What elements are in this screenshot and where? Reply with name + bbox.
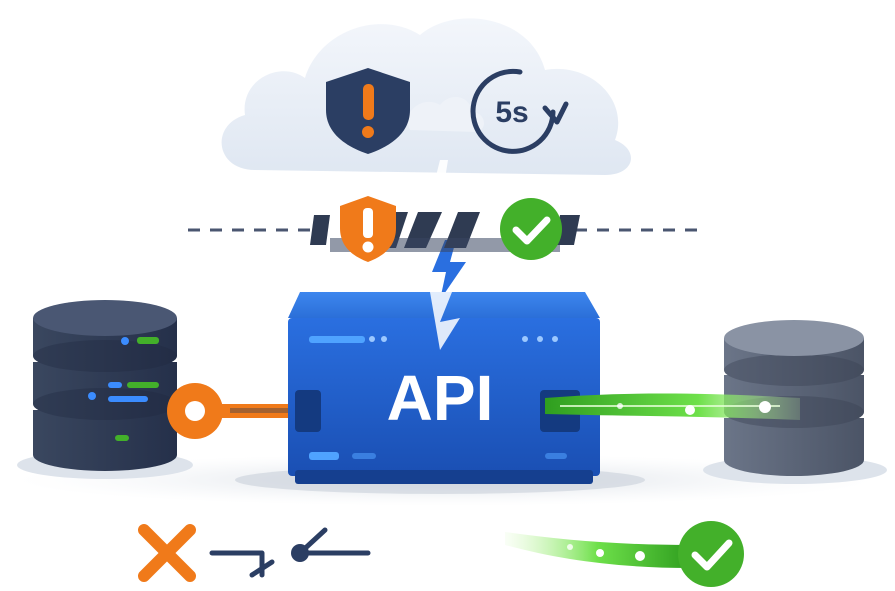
error-x-icon — [138, 524, 196, 582]
broken-connection-icon — [209, 527, 371, 578]
api-server-icon: API — [235, 292, 645, 494]
api-label: API — [387, 362, 494, 434]
data-stream — [545, 393, 800, 420]
data-stream — [505, 532, 690, 568]
firewall-boundary — [188, 212, 700, 252]
lightning-icon — [432, 160, 466, 300]
warning-shield-icon — [340, 196, 396, 262]
security-shield-icon — [326, 68, 410, 154]
timeout-clock-icon: 5s — [470, 68, 569, 154]
check-circle-icon — [500, 198, 562, 260]
check-circle-icon — [678, 521, 744, 587]
cloud-icon — [221, 18, 632, 175]
timeout-label: 5s — [495, 96, 528, 129]
database-icon — [17, 300, 193, 479]
